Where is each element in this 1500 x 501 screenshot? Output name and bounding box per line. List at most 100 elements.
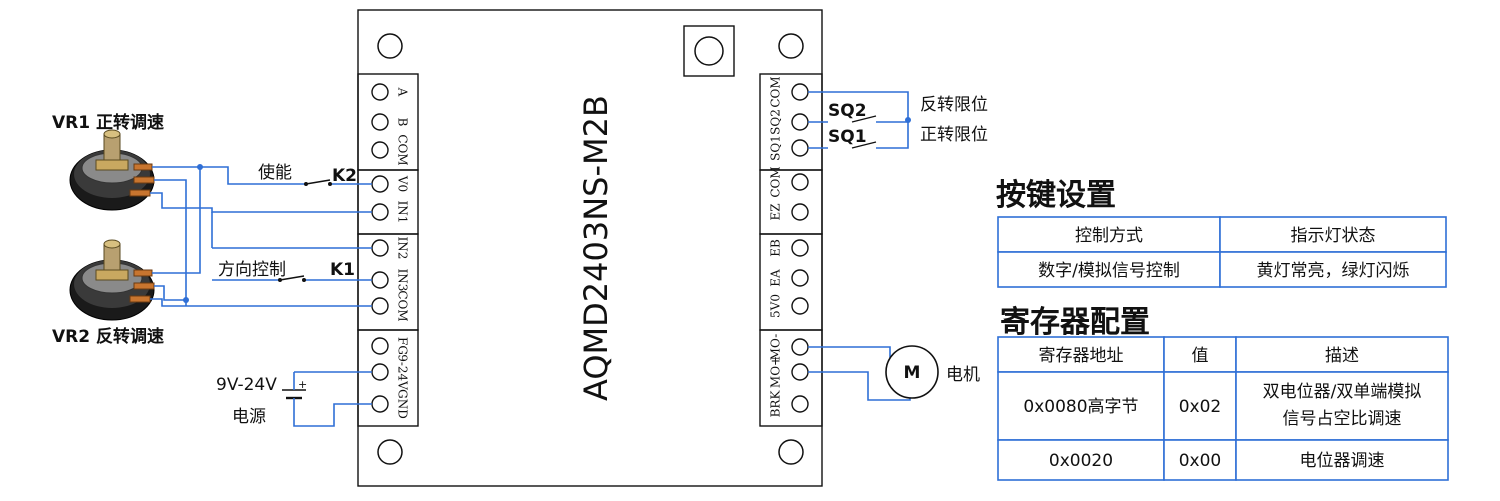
right-terminal-label: SQ1 — [769, 135, 783, 161]
right-terminal-block3-0 — [791, 239, 809, 257]
left-terminal-block1-1 — [371, 113, 389, 131]
left-terminal-strip — [357, 73, 419, 427]
mounting-hole-top-right — [778, 33, 804, 59]
switch-k2 — [304, 179, 332, 186]
left-terminal-label: COM — [396, 290, 410, 321]
direction-label: 方向控制 — [218, 260, 286, 280]
register-cell: 0x00 — [1179, 451, 1222, 471]
register-cell: 0x0020 — [1049, 451, 1113, 471]
register-cell: 电位器调速 — [1300, 451, 1385, 471]
right-terminal-block4-0 — [791, 338, 809, 356]
right-terminal-block3-1 — [791, 269, 809, 287]
right-terminal-label: EA — [769, 269, 783, 287]
left-terminal-label: B — [396, 118, 410, 127]
left-terminal-label: COM — [396, 134, 410, 165]
enable-label: 使能 — [258, 162, 292, 183]
reverse-limit-label: 反转限位 — [920, 95, 988, 115]
mounting-hole-bottom-right — [778, 439, 804, 465]
left-terminal-block4-0 — [371, 337, 389, 355]
limit-switch-sq2 — [851, 115, 877, 123]
right-terminal-label: EZ — [769, 203, 783, 220]
left-terminal-block-4 — [357, 329, 419, 427]
k1-label: K1 — [330, 260, 355, 280]
right-terminal-block3-2 — [791, 297, 809, 315]
right-terminal-label: EB — [769, 239, 783, 257]
motor-symbol-label: M — [904, 363, 921, 383]
right-terminal-block1-2 — [791, 139, 809, 157]
battery-plus: + — [298, 378, 307, 391]
key-settings-title: 按键设置 — [996, 178, 1116, 213]
left-terminal-block2-1 — [371, 203, 389, 221]
left-terminal-block4-1 — [371, 363, 389, 381]
left-terminal-label: GND — [396, 389, 410, 419]
limit-switch-sq1 — [851, 141, 877, 149]
right-terminal-label: COM — [769, 76, 783, 107]
register-config-title: 寄存器配置 — [1000, 305, 1150, 340]
left-terminal-label: IN1 — [396, 201, 410, 224]
left-terminal-label: A — [396, 87, 410, 97]
left-terminal-block3-1 — [371, 271, 389, 289]
button-housing — [683, 25, 735, 77]
right-terminal-block-4 — [759, 329, 823, 427]
right-terminal-label: BRK — [769, 390, 783, 418]
k2-label: K2 — [332, 166, 357, 186]
potentiometer-vr1 — [69, 129, 155, 211]
register-config-table: 寄存器地址 值 描述 0x0080高字节 0x02 双电位器/双单端模拟 信号占… — [997, 336, 1449, 481]
switch-k1 — [278, 275, 306, 282]
setting-button — [694, 36, 724, 66]
power-voltage-label: 9V-24V — [216, 375, 277, 395]
register-cell: 0x0080高字节 — [1023, 397, 1138, 417]
right-terminal-block1-0 — [791, 83, 809, 101]
sq2-label: SQ2 — [828, 101, 867, 121]
register-cell: 0x02 — [1179, 397, 1222, 417]
register-cell: 双电位器/双单端模拟 — [1263, 382, 1422, 402]
mounting-hole-top-left — [377, 33, 403, 59]
power-name-label: 电源 — [232, 407, 266, 427]
battery-symbol — [282, 372, 306, 404]
left-terminal-label: IN3 — [396, 269, 410, 292]
vr2-label: VR2 反转调速 — [52, 326, 164, 347]
right-terminal-block1-1 — [791, 113, 809, 131]
forward-limit-label: 正转限位 — [920, 125, 988, 145]
left-terminal-block4-2 — [371, 395, 389, 413]
left-terminal-block1-2 — [371, 141, 389, 159]
key-settings-header: 控制方式 — [1075, 226, 1143, 246]
right-terminal-label: COM — [769, 166, 783, 197]
right-wiring — [808, 91, 911, 401]
vr1-label: VR1 正转调速 — [52, 112, 164, 133]
left-terminal-block2-0 — [371, 175, 389, 193]
right-terminal-label: 5V0 — [769, 294, 783, 318]
left-terminal-block3-2 — [371, 297, 389, 315]
right-terminal-block2-1 — [791, 203, 809, 221]
left-terminal-block1-0 — [371, 83, 389, 101]
key-settings-cell: 数字/模拟信号控制 — [1038, 261, 1180, 281]
register-header: 描述 — [1325, 346, 1359, 366]
key-settings-table: 控制方式 指示灯状态 数字/模拟信号控制 黄灯常亮，绿灯闪烁 — [997, 216, 1447, 288]
sq1-label: SQ1 — [828, 127, 867, 147]
left-terminal-label: 9-24V — [396, 354, 410, 390]
controller-board: AQMD2403NS-M2B — [357, 9, 823, 487]
mounting-hole-bottom-left — [377, 439, 403, 465]
left-wiring — [150, 164, 372, 427]
left-terminal-label: V0 — [396, 175, 410, 192]
register-cell: 信号占空比调速 — [1283, 409, 1402, 429]
board-model-label: AQMD2403NS-M2B — [577, 95, 615, 401]
left-terminal-label: FG — [396, 337, 410, 355]
right-terminal-block4-1 — [791, 363, 809, 381]
key-settings-header: 指示灯状态 — [1291, 226, 1376, 246]
key-settings-cell: 黄灯常亮，绿灯闪烁 — [1257, 261, 1410, 281]
right-terminal-block4-2 — [791, 395, 809, 413]
right-terminal-block2-0 — [791, 173, 809, 191]
right-terminal-label: MO- — [769, 334, 783, 361]
left-terminal-label: IN2 — [396, 237, 410, 260]
right-terminal-label: SQ2 — [769, 109, 783, 135]
motor-name-label: 电机 — [946, 365, 980, 385]
left-terminal-block3-0 — [371, 239, 389, 257]
register-header: 寄存器地址 — [1039, 346, 1124, 366]
register-header: 值 — [1192, 346, 1209, 366]
motor-symbol — [885, 345, 939, 399]
right-terminal-label: MO+ — [769, 356, 783, 388]
